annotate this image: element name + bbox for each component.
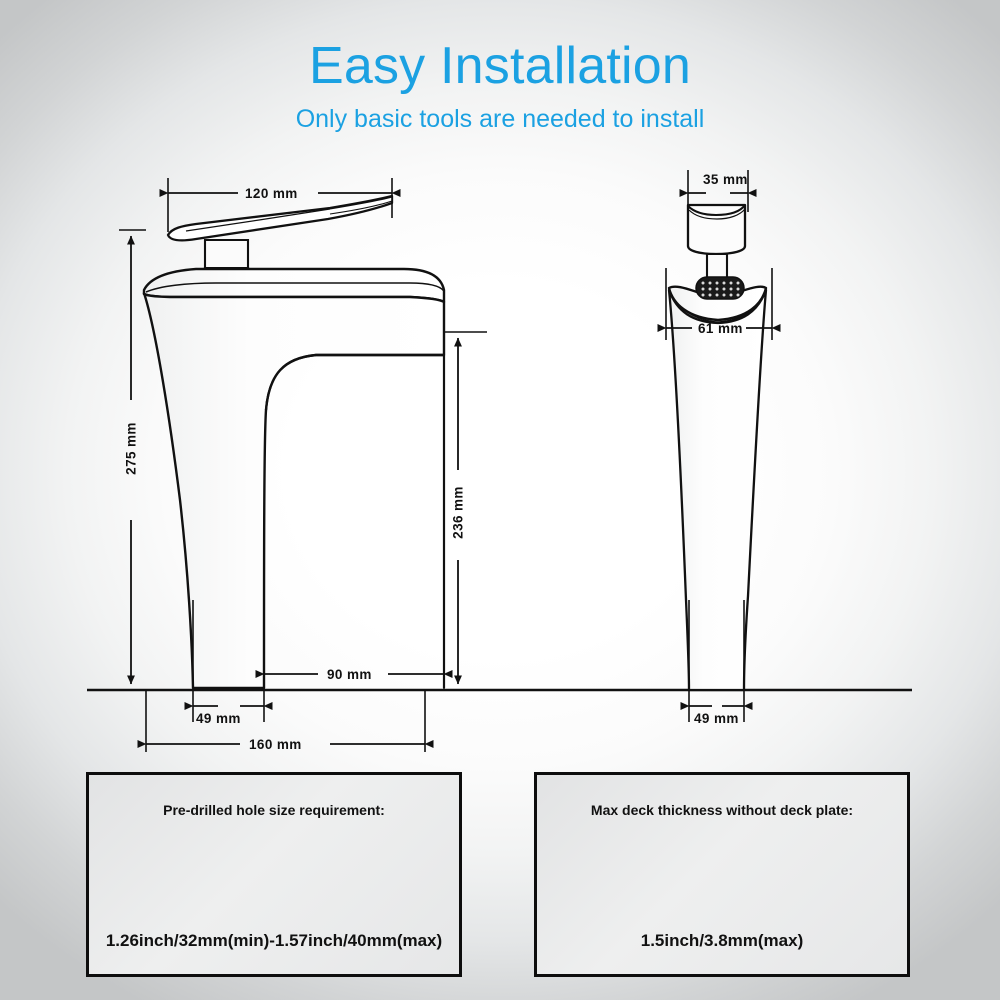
info-box-max-deck-thickness: Max deck thickness without deck plate: 1… <box>534 772 910 977</box>
info-box-title: Pre-drilled hole size requirement: <box>163 802 385 818</box>
faucet-aerator-grill <box>695 276 745 300</box>
info-box-title: Max deck thickness without deck plate: <box>590 802 854 818</box>
dimension-label-base-width: 49 mm <box>196 711 241 726</box>
dimension-label-total-height: 275 mm <box>123 422 139 475</box>
dimension-label-handle-cap-width: 35 mm <box>703 172 748 187</box>
faucet-column-side <box>667 288 768 692</box>
info-box-caption: 1.5inch/3.8mm(max) <box>640 931 804 950</box>
faucet-handle-cap <box>686 203 747 256</box>
page-subtitle: Only basic tools are needed to install <box>295 105 705 133</box>
faucet-front-view <box>142 194 446 690</box>
info-box-pre-drilled-hole: Pre-drilled hole size requirement: 1.26i… <box>86 772 462 977</box>
dimension-label-spout-reach: 90 mm <box>327 667 372 682</box>
page-title: Easy Installation <box>308 37 692 95</box>
front-view-dimension-lines <box>119 178 487 752</box>
dimension-label-overall-width: 160 mm <box>249 737 302 752</box>
dimension-label-handle-width: 120 mm <box>245 186 298 201</box>
info-box-caption: 1.26inch/32mm(min)-1.57inch/40mm(max) <box>105 931 443 950</box>
dimension-label-spout-height: 236 mm <box>450 486 466 539</box>
side-view-dimension-lines <box>657 170 781 722</box>
dimension-label-base-depth: 49 mm <box>694 711 739 726</box>
faucet-lever-handle <box>166 194 394 242</box>
faucet-side-view <box>667 203 768 692</box>
dimension-label-body-width: 61 mm <box>698 321 743 336</box>
faucet-spout-body <box>142 291 446 690</box>
